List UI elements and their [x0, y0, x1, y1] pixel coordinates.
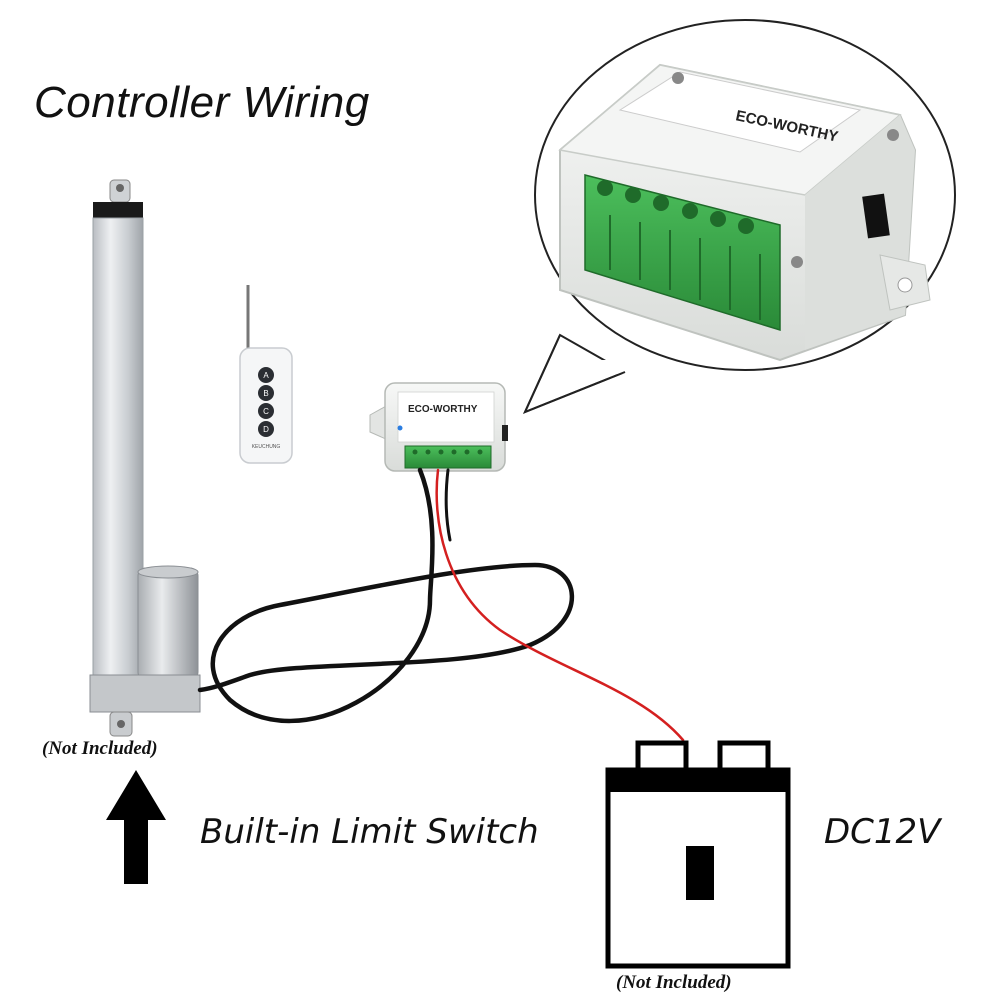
remote-control-icon: A B C D KEUCHUNG: [239, 285, 293, 464]
remote-button-c: C: [263, 407, 269, 416]
remote-button-a: A: [263, 371, 269, 380]
actuator-not-included-label: (Not Included): [42, 738, 158, 759]
controller-box-icon: ECO-WORTHY: [369, 382, 508, 472]
remote-button-b: B: [263, 389, 268, 398]
wires: [197, 467, 685, 742]
zoom-callout: ECO-WORTHY: [523, 19, 956, 414]
controller-brand: ECO-WORTHY: [408, 404, 478, 415]
limit-switch-label: Built-in Limit Switch: [200, 812, 539, 852]
controller-zoom-icon: ECO-WORTHY: [558, 63, 931, 362]
remote-brand: KEUCHUNG: [252, 444, 281, 450]
battery-icon: [605, 740, 791, 969]
voltage-label: DC12V: [824, 812, 941, 852]
battery-not-included-label: (Not Included): [616, 972, 732, 993]
up-arrow-icon: [106, 770, 166, 884]
diagram-title: Controller Wiring: [34, 78, 370, 127]
linear-actuator-icon: [89, 179, 201, 737]
negative-wire: [197, 467, 575, 724]
remote-button-d: D: [263, 425, 269, 434]
positive-wire: [435, 468, 685, 742]
